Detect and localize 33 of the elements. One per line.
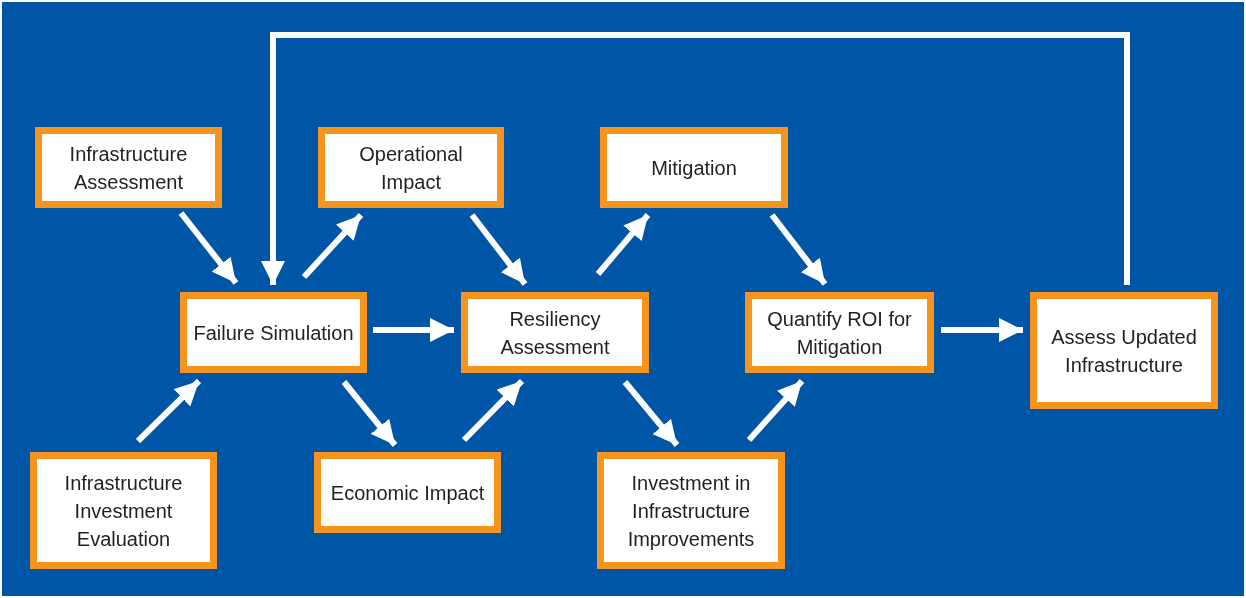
process-box xyxy=(745,292,934,373)
process-box xyxy=(600,127,788,208)
arrow xyxy=(261,32,1130,285)
box-label: Failure Simulation xyxy=(192,320,355,346)
arrow xyxy=(746,379,805,442)
process-box xyxy=(318,127,504,208)
process-box xyxy=(1030,292,1218,409)
arrow xyxy=(461,378,525,443)
arrow xyxy=(301,212,364,280)
arrow xyxy=(373,318,454,342)
arrow xyxy=(595,213,651,276)
arrow xyxy=(769,213,828,286)
box-label: Infrastructure Assessment xyxy=(68,141,189,195)
arrow xyxy=(622,380,680,447)
box-label: Resiliency Assessment xyxy=(499,306,611,360)
process-box xyxy=(180,292,367,373)
box-label: Operational Impact xyxy=(358,141,464,195)
arrow xyxy=(469,213,528,286)
arrow xyxy=(941,318,1023,342)
box-label: Mitigation xyxy=(650,155,738,181)
process-box xyxy=(314,452,501,533)
process-box xyxy=(30,452,217,569)
arrow xyxy=(178,211,239,285)
arrow xyxy=(341,380,398,447)
process-box xyxy=(35,127,222,208)
process-box xyxy=(597,452,785,569)
box-label: Infrastructure Investment Evaluation xyxy=(63,470,184,552)
box-label: Quantify ROI for Mitigation xyxy=(766,306,913,360)
box-label: Assess Updated Infrastructure xyxy=(1050,324,1198,378)
box-label: Economic Impact xyxy=(329,480,486,506)
box-label: Investment in Infrastructure Improvements xyxy=(626,470,756,552)
arrow xyxy=(135,378,202,444)
process-box xyxy=(461,292,649,373)
